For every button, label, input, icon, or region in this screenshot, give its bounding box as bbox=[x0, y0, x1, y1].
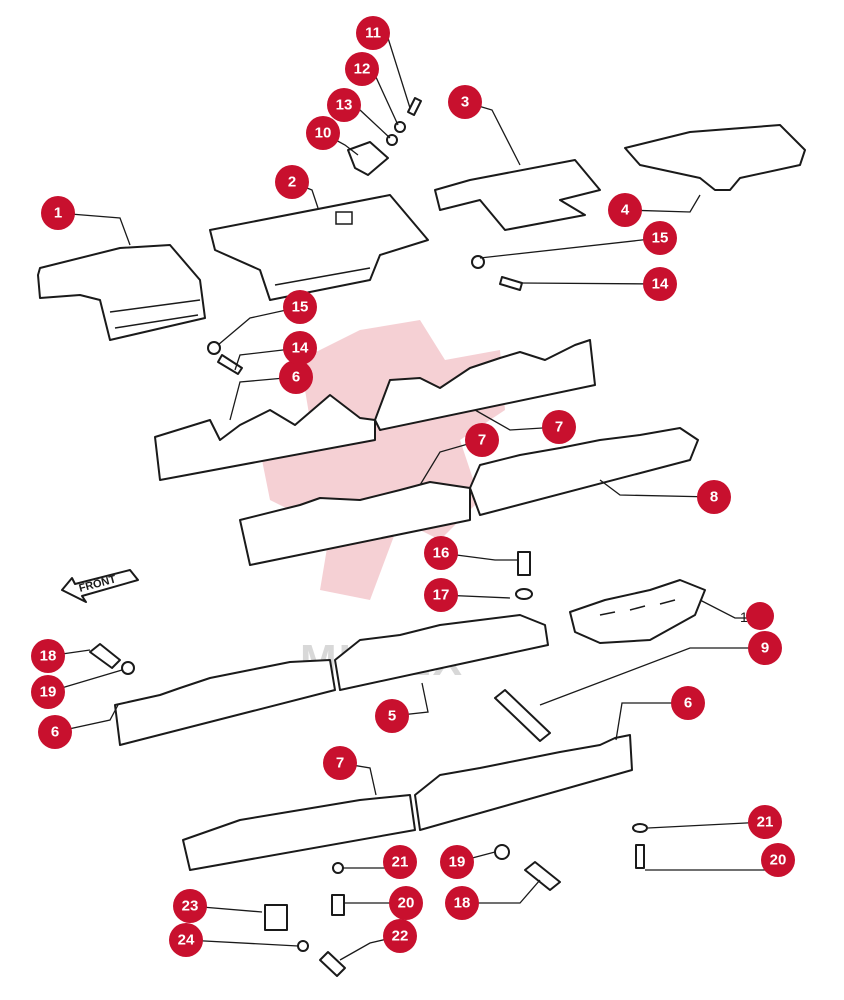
svg-text:24: 24 bbox=[178, 932, 195, 949]
callout-19a: 19 bbox=[31, 675, 65, 709]
svg-text:6: 6 bbox=[292, 369, 300, 386]
hardware-20-21-right bbox=[632, 823, 648, 869]
callout-7b: 7 bbox=[465, 423, 499, 457]
svg-text:7: 7 bbox=[478, 432, 486, 449]
svg-text:7: 7 bbox=[336, 755, 344, 772]
svg-text:19: 19 bbox=[40, 684, 57, 701]
callout-20a: 20 bbox=[761, 843, 795, 877]
svg-text:21: 21 bbox=[392, 854, 409, 871]
callout-14b: 14 bbox=[643, 267, 677, 301]
callout-11: 11 bbox=[356, 16, 390, 50]
svg-text:20: 20 bbox=[398, 895, 415, 912]
part-2-plate bbox=[209, 194, 429, 301]
svg-text:15: 15 bbox=[652, 230, 669, 247]
callout-16: 16 bbox=[424, 536, 458, 570]
svg-text:16: 16 bbox=[433, 545, 450, 562]
callout-9: 9 bbox=[748, 631, 782, 665]
callout-5: 5 bbox=[375, 699, 409, 733]
rail-8-upper bbox=[239, 427, 699, 566]
callout-18b: 18 bbox=[445, 886, 479, 920]
svg-text:14: 14 bbox=[292, 340, 309, 357]
svg-text:10: 10 bbox=[315, 125, 332, 142]
callout-23: 23 bbox=[173, 889, 207, 923]
callout-7a: 7 bbox=[542, 410, 576, 444]
callout-ref-marker bbox=[746, 602, 774, 630]
rail-7-lower bbox=[182, 734, 633, 871]
hardware-18-19-left bbox=[89, 643, 135, 675]
callout-10: 10 bbox=[306, 116, 340, 150]
hardware-16-17 bbox=[515, 551, 533, 600]
svg-text:5: 5 bbox=[388, 708, 396, 725]
callout-15b: 15 bbox=[643, 221, 677, 255]
callout-6b: 6 bbox=[38, 715, 72, 749]
callout-20b: 20 bbox=[389, 886, 423, 920]
svg-text:11: 11 bbox=[365, 25, 381, 42]
svg-text:8: 8 bbox=[710, 489, 718, 506]
svg-text:3: 3 bbox=[461, 94, 469, 111]
callout-21a: 21 bbox=[748, 805, 782, 839]
part-1-cover bbox=[37, 244, 206, 341]
svg-text:9: 9 bbox=[761, 640, 769, 657]
part-10-block bbox=[347, 141, 389, 176]
callout-8: 8 bbox=[697, 480, 731, 514]
svg-text:18: 18 bbox=[454, 895, 471, 912]
svg-text:18: 18 bbox=[40, 648, 57, 665]
svg-text:23: 23 bbox=[182, 898, 199, 915]
callout-21b: 21 bbox=[383, 845, 417, 879]
svg-text:14: 14 bbox=[652, 276, 669, 293]
callout-14a: 14 bbox=[283, 331, 317, 365]
svg-text:2: 2 bbox=[288, 174, 296, 191]
svg-text:1: 1 bbox=[54, 205, 62, 222]
callout-18a: 18 bbox=[31, 639, 65, 673]
svg-text:6: 6 bbox=[51, 724, 59, 741]
callout-7c: 7 bbox=[323, 746, 357, 780]
callout-17: 17 bbox=[424, 578, 458, 612]
callout-19b: 19 bbox=[440, 845, 474, 879]
svg-text:20: 20 bbox=[770, 852, 787, 869]
svg-text:22: 22 bbox=[392, 928, 409, 945]
callouts: 1 2 3 4 5 6 6 6 7 7 7 8 9 10 11 12 13 14… bbox=[31, 16, 795, 957]
front-arrow: FRONT bbox=[61, 569, 139, 603]
svg-text:12: 12 bbox=[354, 61, 371, 78]
svg-text:17: 17 bbox=[433, 587, 450, 604]
callout-3: 3 bbox=[448, 85, 482, 119]
rail-6-upper bbox=[154, 339, 596, 481]
callout-24: 24 bbox=[169, 923, 203, 957]
svg-text:13: 13 bbox=[336, 97, 353, 114]
hardware-11-13 bbox=[386, 97, 422, 146]
callout-15a: 15 bbox=[283, 290, 317, 324]
svg-text:4: 4 bbox=[621, 202, 630, 219]
svg-text:7: 7 bbox=[555, 419, 563, 436]
hardware-14-15-right bbox=[471, 255, 523, 291]
part-3-cover bbox=[434, 159, 601, 231]
callout-1: 1 bbox=[41, 196, 75, 230]
rail-5-lower bbox=[114, 614, 549, 746]
svg-text:6: 6 bbox=[684, 695, 692, 712]
part-4-cover bbox=[624, 124, 806, 191]
callout-22: 22 bbox=[383, 919, 417, 953]
hardware-14-15-left bbox=[207, 341, 243, 375]
callout-6c: 6 bbox=[671, 686, 705, 720]
hardware-bottom bbox=[264, 844, 561, 977]
svg-text:15: 15 bbox=[292, 299, 309, 316]
svg-text:21: 21 bbox=[757, 814, 774, 831]
part-9-pad bbox=[569, 579, 706, 644]
callout-12: 12 bbox=[345, 52, 379, 86]
callout-2: 2 bbox=[275, 165, 309, 199]
svg-text:19: 19 bbox=[449, 854, 466, 871]
callout-6a: 6 bbox=[279, 360, 313, 394]
callout-13: 13 bbox=[327, 88, 361, 122]
callout-4: 4 bbox=[608, 193, 642, 227]
pin-9 bbox=[494, 689, 551, 742]
